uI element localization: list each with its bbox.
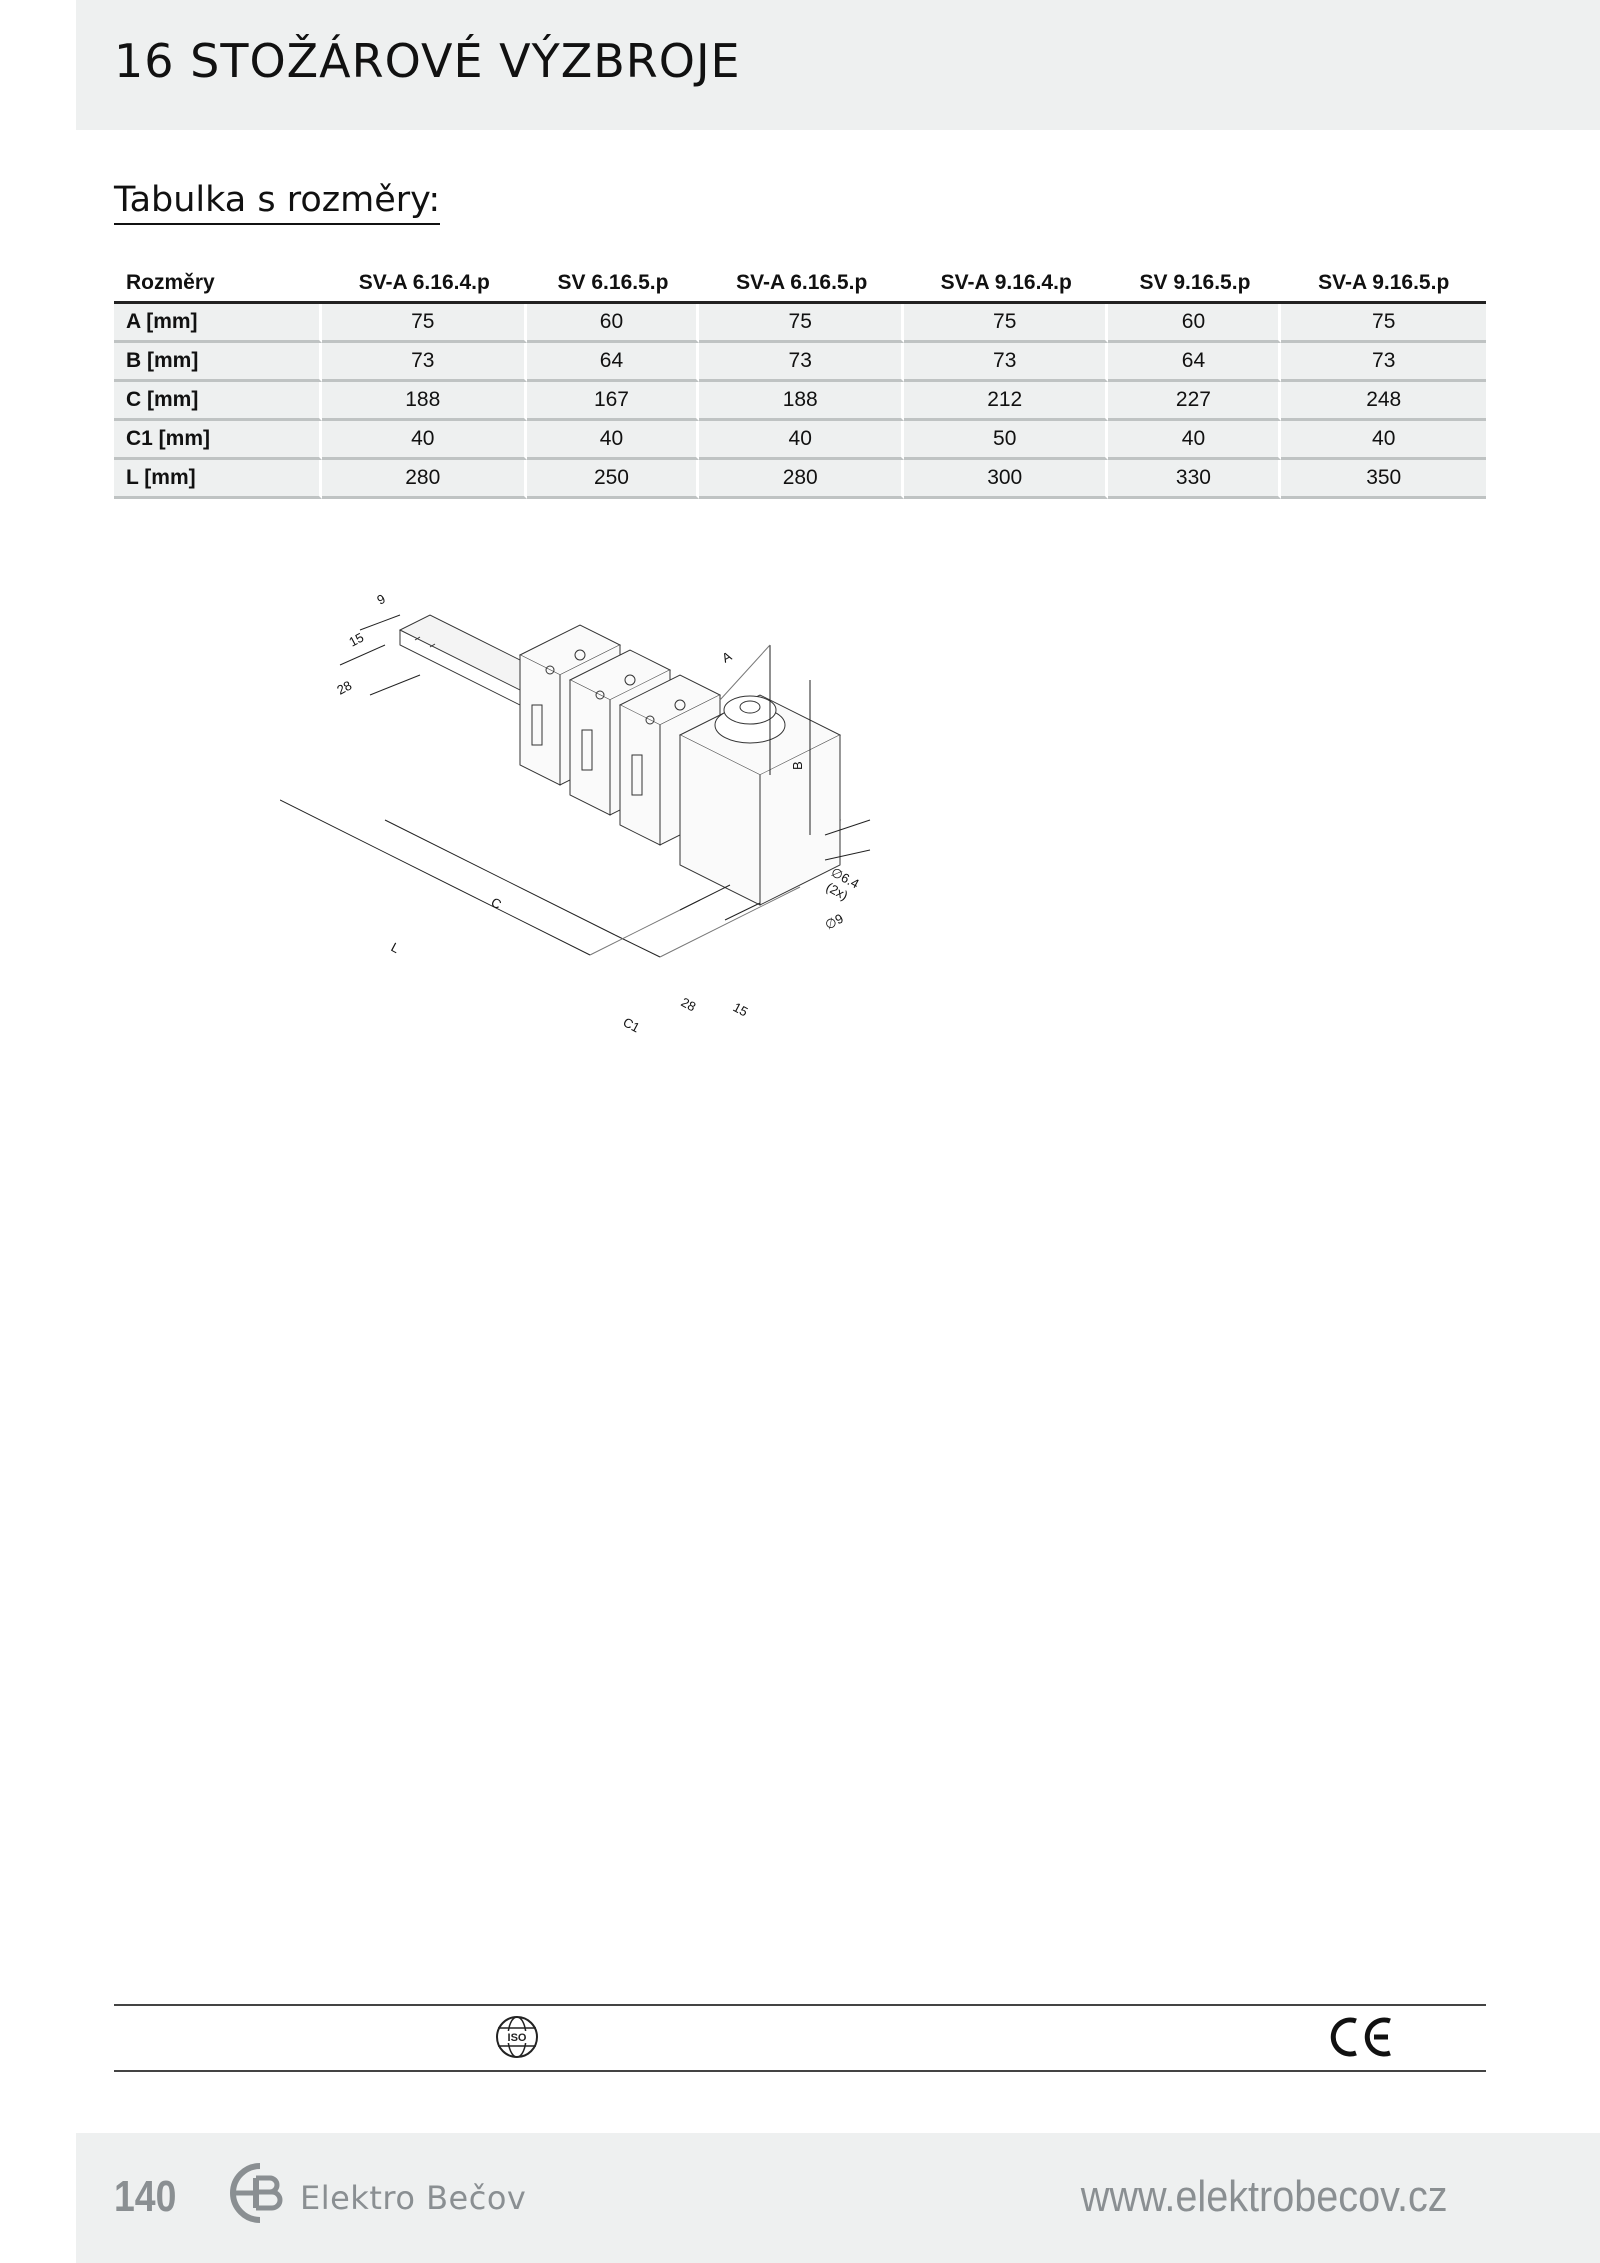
dimensions-table: Rozměry SV-A 6.16.4.p SV 6.16.5.p SV-A 6… bbox=[114, 265, 1486, 499]
table-cell: 60 bbox=[526, 304, 700, 343]
table-row: A [mm] 75 60 75 75 60 75 bbox=[114, 304, 1486, 343]
table-cell: 280 bbox=[322, 460, 527, 499]
table-row: L [mm] 280 250 280 300 330 350 bbox=[114, 460, 1486, 499]
table-row: C [mm] 188 167 188 212 227 248 bbox=[114, 382, 1486, 421]
footer-band bbox=[76, 2133, 1600, 2263]
row-label: L [mm] bbox=[114, 460, 322, 499]
footer-rule-top bbox=[114, 2004, 1486, 2006]
column-header: SV-A 9.16.5.p bbox=[1281, 265, 1486, 304]
table-cell: 167 bbox=[526, 382, 700, 421]
row-label: C1 [mm] bbox=[114, 421, 322, 460]
table-cell: 40 bbox=[1281, 421, 1486, 460]
footer-rule-bottom bbox=[114, 2070, 1486, 2072]
svg-text:ISO: ISO bbox=[508, 2032, 527, 2044]
table-row: C1 [mm] 40 40 40 50 40 40 bbox=[114, 421, 1486, 460]
table-row: B [mm] 73 64 73 73 64 73 bbox=[114, 343, 1486, 382]
table-cell: 250 bbox=[526, 460, 700, 499]
dim-label-9-right: ∅9 bbox=[822, 911, 845, 933]
elektro-becov-logo-icon bbox=[230, 2163, 283, 2223]
table-cell: 227 bbox=[1108, 382, 1282, 421]
table-cell: 73 bbox=[1281, 343, 1486, 382]
table-cell: 40 bbox=[322, 421, 527, 460]
ce-mark-icon bbox=[1330, 2017, 1391, 2057]
column-header: SV 9.16.5.p bbox=[1108, 265, 1282, 304]
row-label: A [mm] bbox=[114, 304, 322, 343]
table-cell: 40 bbox=[1108, 421, 1282, 460]
dim-label-28-right: 28 bbox=[679, 994, 699, 1014]
table-row-header-label: Rozměry bbox=[114, 265, 322, 304]
dim-label-c1: C1 bbox=[621, 1014, 643, 1035]
table-cell: 212 bbox=[903, 382, 1109, 421]
page-number: 140 bbox=[114, 2172, 177, 2221]
column-header: SV-A 6.16.5.p bbox=[699, 265, 904, 304]
table-header-row: Rozměry SV-A 6.16.4.p SV 6.16.5.p SV-A 6… bbox=[114, 265, 1486, 304]
dim-label-c: C bbox=[489, 894, 504, 912]
table-cell: 40 bbox=[526, 421, 700, 460]
column-header: SV 6.16.5.p bbox=[526, 265, 700, 304]
section-title: Tabulka s rozměry: bbox=[114, 180, 441, 225]
dim-label-15-right: 15 bbox=[731, 999, 751, 1019]
brand-name: Elektro Bečov bbox=[300, 2179, 527, 2217]
table-cell: 64 bbox=[526, 343, 700, 382]
table-cell: 73 bbox=[322, 343, 527, 382]
dim-label-9-top: 9 bbox=[374, 591, 387, 608]
table-cell: 330 bbox=[1108, 460, 1282, 499]
dim-label-b: B bbox=[790, 761, 805, 770]
technical-drawing: 9 15 28 A B C L C1 28 15 ∅6.4 (2x) ∅9 bbox=[280, 591, 871, 1035]
table-cell: 75 bbox=[1281, 304, 1486, 343]
table-cell: 300 bbox=[903, 460, 1109, 499]
table-cell: 73 bbox=[699, 343, 904, 382]
column-header: SV-A 9.16.4.p bbox=[903, 265, 1109, 304]
website-link[interactable]: www.elektrobecov.cz bbox=[1081, 2172, 1448, 2221]
table-cell: 248 bbox=[1281, 382, 1486, 421]
table-cell: 188 bbox=[699, 382, 904, 421]
column-header: SV-A 6.16.4.p bbox=[322, 265, 527, 304]
row-label: C [mm] bbox=[114, 382, 322, 421]
table-cell: 64 bbox=[1108, 343, 1282, 382]
table-cell: 50 bbox=[903, 421, 1109, 460]
header-band bbox=[76, 0, 1600, 130]
dim-label-28-left: 28 bbox=[334, 678, 354, 698]
table-cell: 75 bbox=[322, 304, 527, 343]
row-label: B [mm] bbox=[114, 343, 322, 382]
table-cell: 60 bbox=[1108, 304, 1282, 343]
table-cell: 75 bbox=[699, 304, 904, 343]
chapter-title: 16 STOŽÁROVÉ VÝZBROJE bbox=[114, 34, 741, 88]
table-cell: 40 bbox=[699, 421, 904, 460]
table-cell: 280 bbox=[699, 460, 904, 499]
table-cell: 350 bbox=[1281, 460, 1486, 499]
iso-globe-icon: ISO bbox=[496, 2016, 538, 2058]
dim-label-15-left: 15 bbox=[346, 630, 366, 650]
dim-label-a: A bbox=[719, 648, 734, 665]
table-cell: 75 bbox=[903, 304, 1109, 343]
table-cell: 73 bbox=[903, 343, 1109, 382]
dim-label-l: L bbox=[389, 939, 402, 956]
table-cell: 188 bbox=[322, 382, 527, 421]
